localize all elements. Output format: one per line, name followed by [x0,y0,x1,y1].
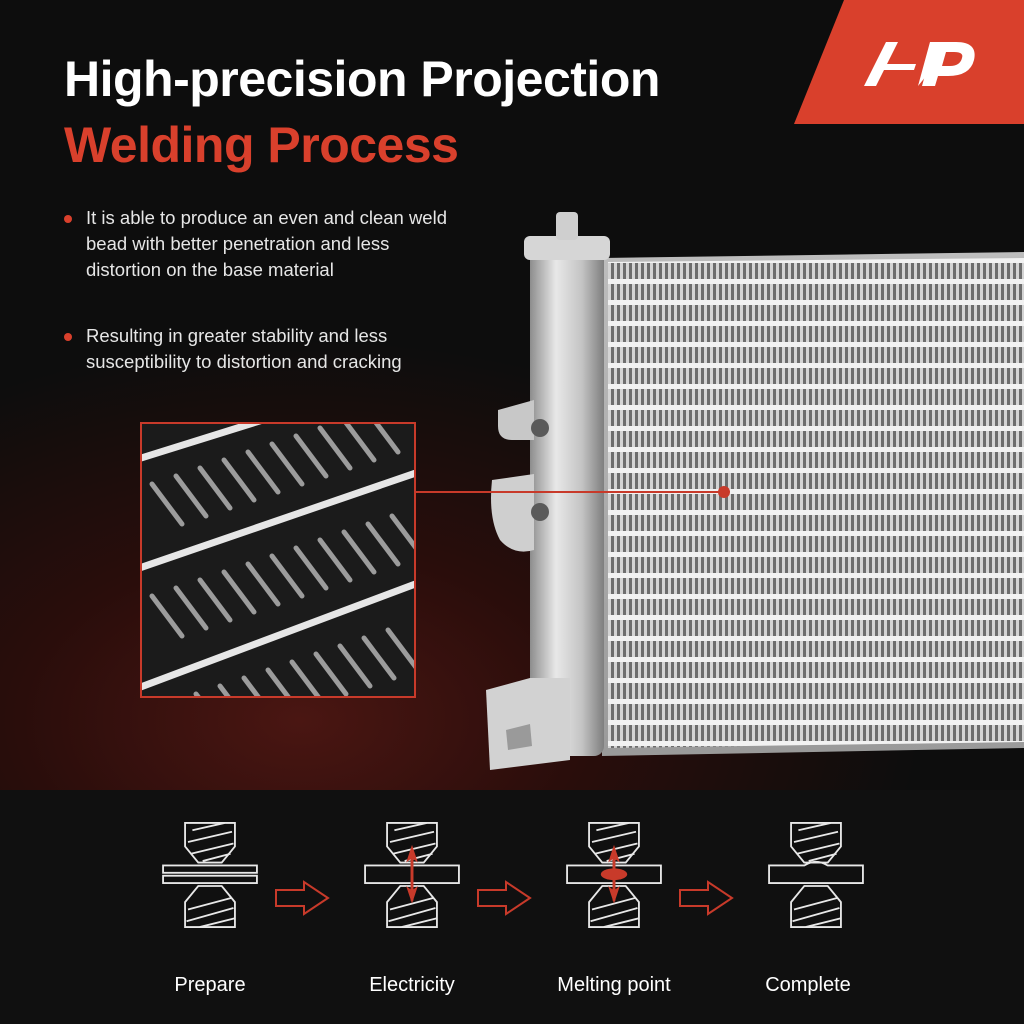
step-melting-point-icon [566,822,662,928]
arrow-right-icon [477,880,532,916]
bullet-dot-icon [64,333,72,341]
brand-logo [794,0,1024,124]
page-title: High-precision Projection [64,51,660,107]
step-prepare-icon [162,822,258,928]
feature-item: Resulting in greater stability and less … [64,323,464,375]
feature-list: It is able to produce an even and clean … [64,205,464,415]
hero-section: High-precision Projection Welding Proces… [0,0,1024,790]
arrow-right-icon [679,880,734,916]
step-label: Melting point [557,974,671,996]
page-subtitle: Welding Process [64,117,459,173]
step-label: Prepare [174,974,246,996]
fin-closeup-image [142,424,414,696]
callout-dot [718,486,730,498]
feature-text: Resulting in greater stability and less … [86,325,402,372]
zoom-inset-fins [140,422,416,698]
step-label: Complete [765,974,851,996]
callout-line [416,491,724,493]
bullet-dot-icon [64,215,72,223]
step-complete-icon [768,822,864,928]
condenser-product-image [486,212,1024,770]
feature-text: It is able to produce an even and clean … [86,207,447,280]
arrow-right-icon [275,880,330,916]
feature-item: It is able to produce an even and clean … [64,205,464,283]
step-electricity-icon [364,822,460,928]
step-label: Electricity [369,974,455,996]
welding-process-steps: Prepare Electricity [0,790,1024,1024]
